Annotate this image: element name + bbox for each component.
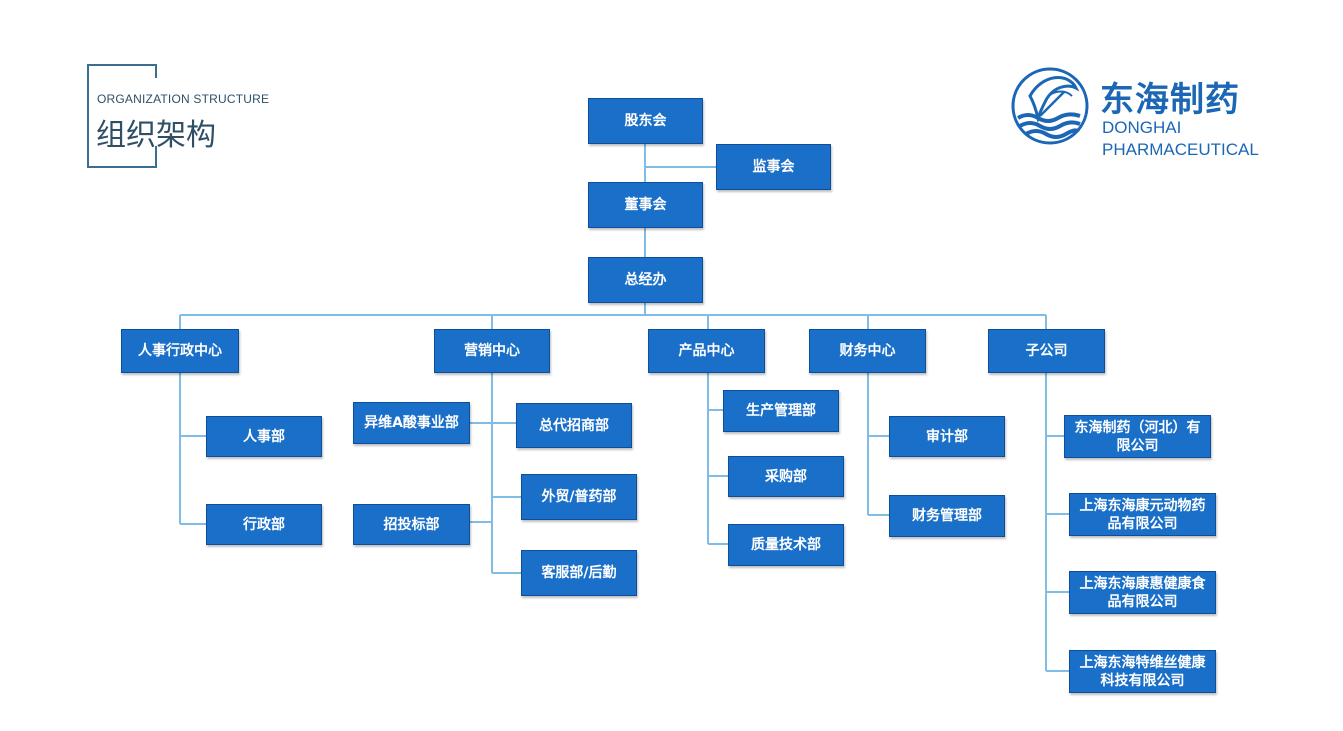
node-board: 董事会	[588, 182, 703, 228]
node-admin-dept: 行政部	[206, 504, 322, 545]
node-finance-mgmt-dept: 财务管理部	[889, 495, 1005, 537]
node-subsidiary-teweisi: 上海东海特维丝健康科技有限公司	[1069, 650, 1216, 693]
node-subsidiary-hebei: 东海制药（河北）有限公司	[1064, 415, 1211, 458]
node-subsidiary-kanghui: 上海东海康惠健康食品有限公司	[1069, 571, 1216, 614]
node-supervisors: 监事会	[716, 144, 831, 190]
brand-name-en-line1: DONGHAI	[1102, 118, 1182, 137]
node-audit-dept: 审计部	[889, 416, 1005, 457]
title-frame	[87, 64, 157, 168]
node-shareholders: 股东会	[588, 98, 703, 144]
node-procurement-dept: 采购部	[728, 456, 844, 497]
title-english: ORGANIZATION STRUCTURE	[97, 92, 270, 106]
node-hr-dept: 人事部	[206, 416, 322, 457]
node-product-center: 产品中心	[648, 329, 765, 373]
title-frame-corner	[155, 64, 157, 78]
title-frame-corner	[155, 146, 157, 168]
node-hr-admin-center: 人事行政中心	[121, 329, 239, 373]
node-quality-tech-dept: 质量技术部	[728, 524, 844, 566]
page-title: 组织架构	[96, 118, 216, 153]
node-gm-office: 总经办	[588, 257, 703, 303]
donghai-logo-icon	[1011, 67, 1089, 145]
node-customer-service-dept: 客服部/后勤	[521, 550, 637, 596]
brand-name-en-line2: PHARMACEUTICAL	[1102, 140, 1259, 159]
node-subsidiaries: 子公司	[988, 329, 1105, 373]
node-agency-dept: 总代招商部	[516, 403, 632, 448]
node-production-mgmt-dept: 生产管理部	[723, 390, 839, 432]
node-foreign-trade-dept: 外贸/普药部	[521, 474, 637, 520]
node-marketing-center: 营销中心	[434, 329, 550, 373]
node-isotretinoin-division: 异维A酸事业部	[353, 402, 470, 444]
node-finance-center: 财务中心	[809, 329, 926, 373]
node-subsidiary-kangyuan: 上海东海康元动物药品有限公司	[1069, 493, 1216, 536]
brand-name-cn: 东海制药	[1100, 80, 1240, 120]
node-bidding-dept: 招投标部	[353, 504, 470, 545]
